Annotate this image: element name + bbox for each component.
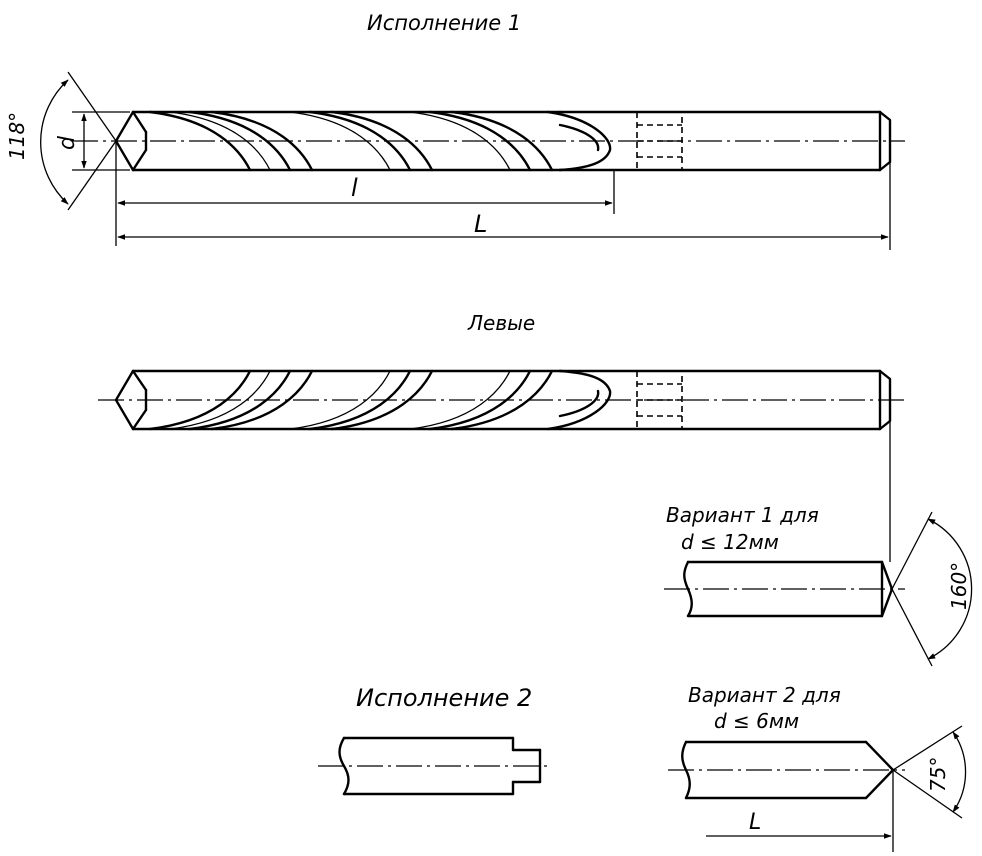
title-variant-2: Исполнение 2 <box>356 684 532 712</box>
option-2-line-2: d ≤ 6мм <box>714 709 799 733</box>
angle-75-label: 75° <box>926 757 950 792</box>
option-2-length-label: L <box>749 810 761 835</box>
angle-118-label: 118° <box>5 112 29 160</box>
option-1-line-2: d ≤ 12мм <box>681 530 779 554</box>
angle-160-label: 160° <box>947 562 971 610</box>
title-variant-1: Исполнение 1 <box>367 11 521 35</box>
flute-length-label: l <box>351 174 358 202</box>
title-left-hand: Левые <box>467 311 535 335</box>
tip-detail-option-2: 75° L <box>668 725 967 852</box>
option-2-line-1: Вариант 2 для <box>688 683 841 707</box>
dimensions-view-1: 118° d l L <box>5 71 891 250</box>
shank-detail-variant-2 <box>318 736 552 796</box>
diameter-label: d <box>55 135 80 150</box>
option-1-line-1: Вариант 1 для <box>666 503 819 527</box>
total-length-label: L <box>474 210 487 238</box>
tip-detail-option-1: 160° <box>664 511 973 667</box>
drill-view-1 <box>72 110 905 172</box>
drill-view-left <box>98 369 905 562</box>
